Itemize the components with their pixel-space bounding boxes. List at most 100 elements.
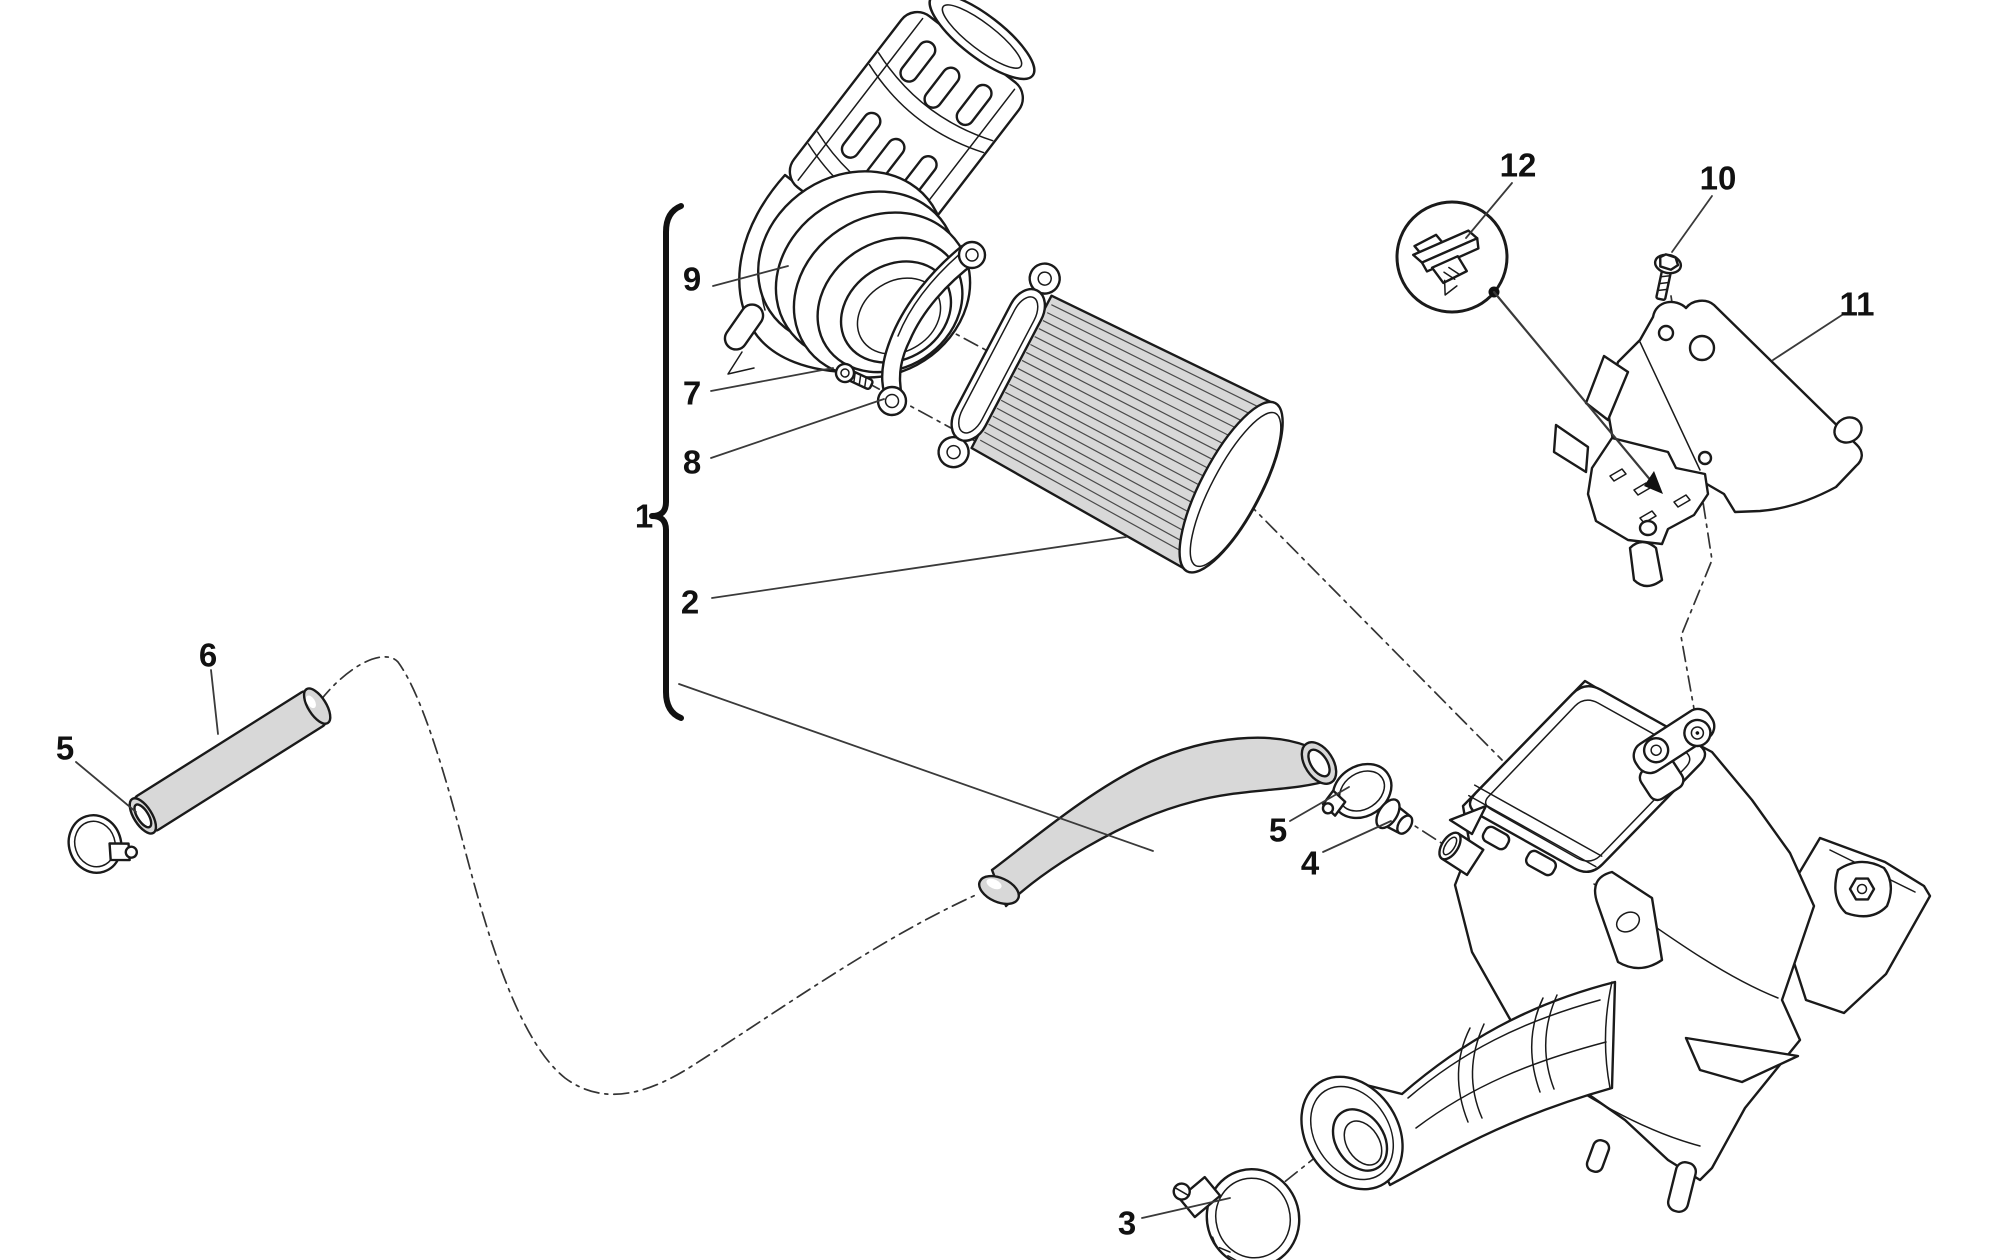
leader-lines bbox=[75, 182, 1843, 1219]
airbox-mount-lug bbox=[1632, 707, 1716, 802]
bracket-left-wing bbox=[1552, 423, 1590, 474]
bracket-spring-tab bbox=[1584, 354, 1630, 422]
elbow-hook-tab bbox=[727, 351, 755, 375]
part-label-5-mid: 5 bbox=[1269, 812, 1287, 849]
band-perforation bbox=[1227, 1255, 1239, 1260]
balloon-arrow-line bbox=[1492, 290, 1654, 484]
screw-hex-head bbox=[1659, 253, 1680, 271]
lid-edge-tab bbox=[1481, 825, 1511, 851]
snorkel-rib bbox=[1407, 999, 1601, 1099]
lid-edge-tab bbox=[1524, 849, 1558, 877]
seat-slot bbox=[1673, 494, 1691, 508]
part-label-11: 11 bbox=[1840, 286, 1875, 323]
hose-bore-right bbox=[1307, 748, 1331, 778]
ear-hole-bottom bbox=[946, 444, 961, 460]
thread bbox=[858, 374, 862, 386]
leader-11 bbox=[1772, 314, 1843, 361]
clamp-band-inner bbox=[73, 820, 117, 868]
hose-clamp-bottom bbox=[1172, 1167, 1301, 1260]
leader-2 bbox=[711, 536, 1127, 599]
tube-bore bbox=[133, 803, 153, 829]
part-label-10: 10 bbox=[1700, 160, 1737, 197]
part-label-3: 3 bbox=[1118, 1205, 1136, 1242]
bracket-hole-small bbox=[1657, 324, 1675, 342]
leader-3 bbox=[1141, 1197, 1231, 1219]
clip-body bbox=[1430, 254, 1469, 285]
spring-clip bbox=[1411, 229, 1480, 296]
leader-8 bbox=[710, 398, 885, 459]
airbox-fin bbox=[1684, 1036, 1800, 1084]
lid-flange-band bbox=[1468, 794, 1597, 868]
balloon-arrowhead bbox=[1644, 471, 1663, 494]
part-label-1: 1 bbox=[635, 498, 653, 535]
clip-balloon bbox=[1395, 200, 1663, 494]
cage-slot bbox=[955, 83, 993, 127]
part-labels: 1 2 3 4 5 5 6 7 8 9 10 11 12 bbox=[56, 147, 1875, 1242]
clamp-housing bbox=[108, 842, 131, 862]
cage-slot bbox=[923, 66, 961, 109]
strap-bottom-hole bbox=[884, 393, 900, 409]
tube-highlight bbox=[305, 695, 316, 709]
leader-12 bbox=[1465, 182, 1513, 239]
part-label-5-left: 5 bbox=[56, 730, 74, 767]
leader-4 bbox=[1322, 820, 1392, 853]
leader-1-group bbox=[678, 683, 1154, 852]
lug-boss-center bbox=[1695, 731, 1700, 735]
end-cap-rim bbox=[1189, 411, 1282, 568]
centerline-breather-tube-path bbox=[319, 656, 979, 1095]
seat-hole bbox=[1638, 519, 1658, 537]
thread bbox=[1658, 281, 1670, 285]
leader-10 bbox=[1671, 195, 1713, 253]
part-label-2: 2 bbox=[681, 584, 699, 621]
lug-boss bbox=[1642, 737, 1670, 764]
strap-top-eyelet bbox=[957, 240, 987, 270]
centerline-filter-to-airbox bbox=[1244, 499, 1503, 761]
bracket-hole-large bbox=[1688, 334, 1716, 362]
breather-hose bbox=[978, 736, 1338, 908]
thread bbox=[1657, 288, 1668, 292]
centerline-clamp3-to-snorkel bbox=[1261, 1135, 1343, 1201]
hex-bolt-center bbox=[1856, 883, 1868, 895]
airbox bbox=[1300, 679, 1932, 1213]
airbox-foot bbox=[1666, 1161, 1698, 1213]
part-label-8: 8 bbox=[683, 444, 701, 481]
bracket-seat-plate bbox=[1586, 436, 1710, 546]
pleats bbox=[979, 304, 1269, 558]
cage-slot bbox=[840, 111, 882, 159]
snorkel-collar bbox=[1604, 981, 1613, 1089]
bracket-screw-hole bbox=[1697, 450, 1713, 466]
clip-hatch bbox=[1443, 271, 1456, 280]
screw-head bbox=[834, 362, 856, 384]
airbox-foot-small bbox=[1585, 1139, 1611, 1173]
cage-band bbox=[877, 52, 994, 142]
leader-6 bbox=[210, 669, 219, 735]
intake-snorkel bbox=[1300, 980, 1617, 1191]
duct-top-collar bbox=[928, 0, 1036, 81]
tube-body bbox=[133, 690, 327, 832]
air-filter-element bbox=[937, 262, 1284, 574]
hose-clamp-mid bbox=[1321, 762, 1393, 820]
clamp-band-outer bbox=[1205, 1167, 1301, 1260]
clip-bar-face bbox=[1420, 237, 1480, 273]
seat-slot bbox=[1609, 468, 1627, 482]
snorkel-rib bbox=[1415, 1041, 1607, 1129]
ear-hole bbox=[1615, 911, 1641, 933]
part-label-7: 7 bbox=[683, 375, 701, 412]
breather-tube bbox=[128, 687, 332, 835]
snorkel-mouth-inner bbox=[1343, 1120, 1383, 1166]
screw-head-detail bbox=[840, 368, 850, 378]
flange-screw bbox=[1653, 253, 1683, 301]
elbow-slot-tab bbox=[723, 303, 765, 351]
mounting-flange bbox=[950, 287, 1047, 442]
spout-bore bbox=[1442, 836, 1458, 856]
strap-inner-line bbox=[897, 251, 963, 337]
part-label-12: 12 bbox=[1500, 147, 1537, 184]
thread bbox=[1659, 274, 1671, 278]
bracket-fold-line bbox=[1639, 341, 1701, 471]
lug-boss-hole bbox=[1650, 744, 1662, 756]
lid-flange-band bbox=[1473, 784, 1603, 857]
grommet-fitting bbox=[1375, 798, 1414, 835]
part-label-6: 6 bbox=[199, 637, 217, 674]
